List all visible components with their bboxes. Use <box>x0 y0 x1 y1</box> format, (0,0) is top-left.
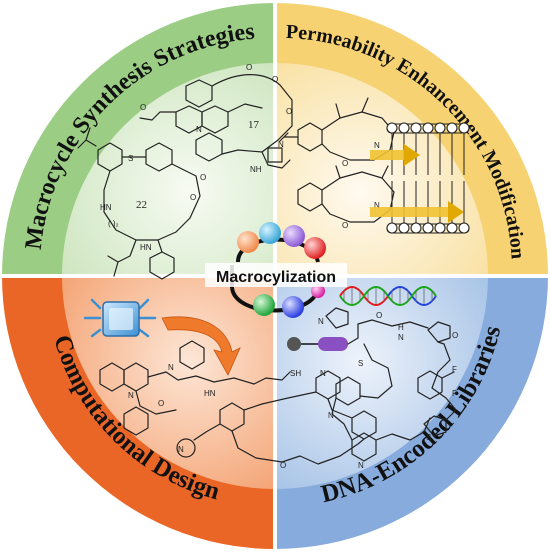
monomer-ball-red <box>304 237 326 259</box>
monomer-ball-green <box>253 294 275 316</box>
svg-text:N: N <box>318 317 324 326</box>
macrocycle-17-structure: N O O O NH O 17 <box>139 63 293 174</box>
svg-text:N: N <box>374 201 380 210</box>
svg-text:SH: SH <box>290 369 301 378</box>
svg-text:F: F <box>452 389 457 398</box>
monomer-ball-blue <box>282 296 304 318</box>
lipid-bilayer <box>386 122 470 234</box>
svg-text:N: N <box>320 369 326 378</box>
designed-macrocycle-structure: SH N N O HN <box>99 340 301 436</box>
svg-text:N: N <box>278 140 284 149</box>
center-label: Macrocylization <box>216 269 336 286</box>
svg-text:N: N <box>374 141 380 150</box>
svg-text:O: O <box>376 311 382 320</box>
permeability-illustration: N N O N O <box>278 97 470 234</box>
center-label-bg <box>205 263 347 287</box>
svg-text:O: O <box>140 103 146 112</box>
ring-label-17: 17 <box>248 119 260 131</box>
svg-text:O: O <box>272 75 278 84</box>
synthesis-structures: N O O O NH O 17 S HN HN O O ( )₂ 22 <box>77 63 293 280</box>
peptide-structure-top: N N O <box>278 97 395 168</box>
svg-text:H: H <box>398 323 404 332</box>
monomer-ball-magenta <box>311 284 325 298</box>
inner-quadrant-top-left <box>62 63 275 276</box>
del-illustration: N O H N O S F F S N N <box>287 286 458 470</box>
design-arrow <box>161 316 241 376</box>
svg-text:N: N <box>168 363 174 372</box>
svg-text:( )₂: ( )₂ <box>108 219 119 228</box>
macrocyclization-ring: Macrocylization <box>205 222 347 318</box>
permeation-arrows <box>370 144 464 223</box>
svg-text:O: O <box>246 63 252 72</box>
del-macrocycle-structure: N O H N O S F F S N N <box>318 307 458 470</box>
svg-text:O: O <box>452 331 458 340</box>
computational-illustration: SH N N O HN N N O <box>83 298 377 470</box>
svg-text:N: N <box>128 391 134 400</box>
ring-label-22: 22 <box>136 199 147 211</box>
svg-text:HN: HN <box>140 243 152 252</box>
svg-text:S: S <box>426 433 431 442</box>
svg-text:S: S <box>128 154 133 163</box>
svg-text:O: O <box>158 399 164 408</box>
inner-quadrant-top-right <box>275 63 488 276</box>
svg-text:N: N <box>178 445 184 454</box>
svg-text:F: F <box>452 365 457 374</box>
svg-text:O: O <box>280 461 286 470</box>
svg-text:HN: HN <box>100 203 112 212</box>
computer-chip-icon <box>83 298 157 338</box>
svg-text:O: O <box>342 221 348 230</box>
dna-helix-icon <box>339 286 437 306</box>
monomer-ball-orange <box>237 231 259 253</box>
inner-quadrant-bottom-right <box>275 276 488 489</box>
svg-text:N: N <box>358 461 364 470</box>
svg-text:O: O <box>200 173 206 182</box>
macrocycle-22-structure: S HN HN O O ( )₂ 22 <box>77 127 206 280</box>
svg-text:NH: NH <box>250 165 262 174</box>
svg-text:S: S <box>358 359 363 368</box>
svg-text:O: O <box>190 193 196 202</box>
linker-bead-icon <box>287 323 359 351</box>
monomer-ball-cyan <box>259 222 281 244</box>
svg-text:N: N <box>398 333 404 342</box>
monomer-ball-purple <box>283 225 305 247</box>
svg-text:O: O <box>286 107 292 116</box>
svg-text:N: N <box>328 411 334 420</box>
svg-text:HN: HN <box>204 389 216 398</box>
svg-text:O: O <box>342 159 348 168</box>
svg-text:N: N <box>196 125 202 134</box>
